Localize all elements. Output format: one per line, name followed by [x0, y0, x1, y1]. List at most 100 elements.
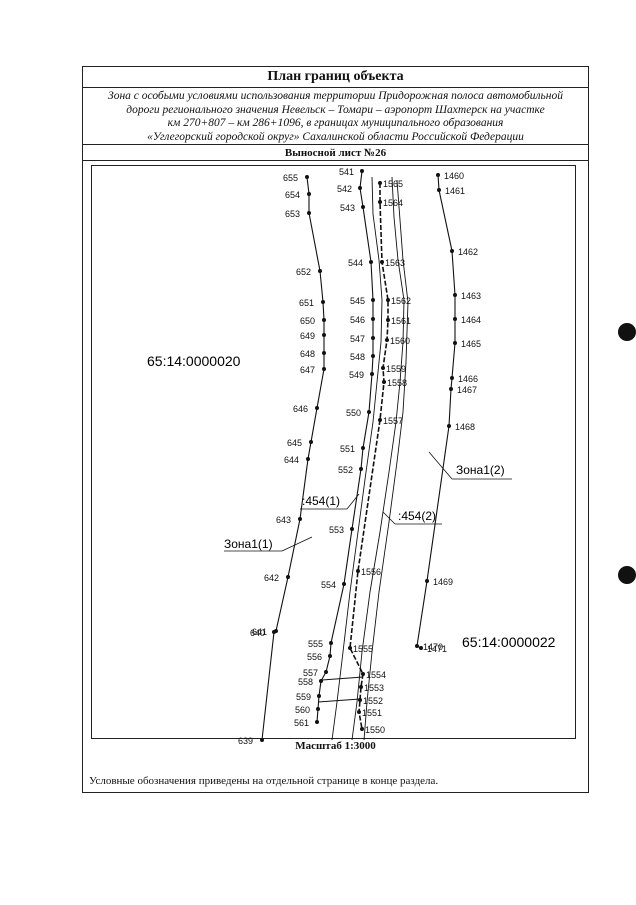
boundary-point-label: 554	[321, 580, 336, 590]
boundary-point-label: 1559	[386, 364, 406, 374]
boundary-point-label: 1557	[383, 416, 403, 426]
boundary-polyline	[349, 183, 389, 730]
boundary-point-marker	[450, 376, 454, 380]
callout-zone-right: Зона1(2)	[428, 451, 512, 480]
boundary-point-label: 552	[338, 465, 353, 475]
boundary-point-label: 559	[296, 692, 311, 702]
boundary-point-marker	[322, 367, 326, 371]
plan-title: План границ объекта	[83, 67, 588, 88]
boundary-point-marker	[309, 440, 313, 444]
boundary-point-marker	[318, 269, 322, 273]
boundary-point-marker	[453, 341, 457, 345]
boundary-point-label: 639	[238, 736, 253, 746]
boundary-polyline	[317, 698, 361, 703]
boundary-point-marker	[329, 641, 333, 645]
boundary-point-label: 650	[300, 316, 315, 326]
boundary-point-label: 1470	[423, 642, 443, 652]
boundary-point-marker	[378, 418, 382, 422]
zone-left-label: Зона1(1)	[224, 537, 273, 551]
boundary-point-marker	[371, 298, 375, 302]
boundary-point-label: 644	[284, 455, 299, 465]
boundary-point-marker	[315, 720, 319, 724]
boundary-point-marker	[386, 318, 390, 322]
road-right-label: :454(2)	[398, 509, 436, 523]
drawing-frame: План границ объекта Зона с особыми услов…	[82, 66, 589, 793]
boundary-point-label: 560	[295, 705, 310, 715]
boundary-point-marker	[361, 672, 365, 676]
boundary-point-marker	[358, 186, 362, 190]
boundary-point-label: 640	[250, 628, 265, 638]
boundary-point-label: 546	[350, 315, 365, 325]
parcel-label-right: 65:14:0000022	[462, 634, 556, 650]
boundary-point-label: 561	[294, 718, 309, 728]
boundary-point-label: 1551	[362, 708, 382, 718]
boundary-point-marker	[260, 738, 264, 742]
boundary-point-label: 643	[276, 515, 291, 525]
boundary-point-label: 1564	[383, 198, 403, 208]
boundary-point-marker	[322, 318, 326, 322]
boundary-point-marker	[322, 351, 326, 355]
boundary-point-label: 647	[300, 365, 315, 375]
boundary-point-label: 1562	[391, 296, 411, 306]
boundary-point-marker	[342, 582, 346, 586]
boundary-point-label: 641	[252, 627, 267, 637]
boundary-point-marker	[356, 569, 360, 573]
boundary-point-label: 1560	[390, 336, 410, 346]
boundary-point-marker	[317, 694, 321, 698]
boundary-point-marker	[453, 317, 457, 321]
boundary-point-marker	[286, 575, 290, 579]
boundary-point-label: 547	[350, 334, 365, 344]
boundary-point-label: 1462	[458, 247, 478, 257]
boundary-point-label: 651	[299, 298, 314, 308]
boundary-point-label: 549	[349, 370, 364, 380]
road-left-label: :454(1)	[302, 494, 340, 508]
boundary-point-label: 543	[340, 203, 355, 213]
boundary-point-marker	[370, 372, 374, 376]
boundary-point-label: 1469	[433, 577, 453, 587]
boundary-point-marker	[381, 366, 385, 370]
boundary-point-marker	[453, 293, 457, 297]
boundary-point-label: 649	[300, 331, 315, 341]
boundary-point-marker	[378, 181, 382, 185]
boundary-point-label: 544	[348, 258, 363, 268]
description-line-3: км 270+807 – км 286+1096, в границах мун…	[167, 117, 504, 130]
boundary-point-marker	[307, 192, 311, 196]
boundary-point-label: 545	[350, 296, 365, 306]
boundary-point-marker	[328, 654, 332, 658]
boundary-point-label: 558	[298, 677, 313, 687]
callout-zone-left: Зона1(1)	[224, 536, 313, 552]
boundary-point-marker	[415, 644, 419, 648]
zone-description: Зона с особыми условиями использования т…	[83, 88, 588, 145]
boundary-points: 6556546536526516506496486476466456446436…	[238, 167, 481, 746]
boundary-point-label: 652	[296, 267, 311, 277]
boundary-point-marker	[319, 679, 323, 683]
boundary-map: 65:14:0000020 65:14:0000022 Зона1(1) Зон…	[147, 167, 556, 746]
boundary-polyline	[331, 176, 383, 741]
boundary-point-label: 1471	[427, 644, 447, 654]
sheet-label: Выносной лист №26	[83, 146, 588, 161]
binder-hole-top	[618, 323, 636, 341]
boundary-point-label: 1466	[458, 374, 478, 384]
boundary-point-marker	[360, 169, 364, 173]
boundary-point-marker	[316, 707, 320, 711]
boundary-point-marker	[360, 727, 364, 731]
boundary-point-label: 550	[346, 408, 361, 418]
boundary-point-marker	[371, 336, 375, 340]
boundary-point-marker	[378, 200, 382, 204]
boundary-point-label: 1460	[444, 171, 464, 181]
boundary-point-label: 1463	[461, 291, 481, 301]
boundary-point-marker	[361, 205, 365, 209]
boundary-polyline	[416, 174, 456, 649]
zone-right-label: Зона1(2)	[456, 463, 505, 477]
boundary-point-label: 1461	[445, 186, 465, 196]
boundary-point-label: 551	[340, 444, 355, 454]
callout-road-right: :454(2)	[382, 509, 442, 525]
boundary-point-label: 1558	[387, 378, 407, 388]
boundary-point-marker	[382, 380, 386, 384]
boundary-point-marker	[321, 300, 325, 304]
boundary-point-marker	[305, 175, 309, 179]
boundary-point-marker	[369, 260, 373, 264]
callout-road-left: :454(1)	[300, 493, 360, 510]
boundary-point-marker	[447, 424, 451, 428]
boundary-point-label: 1465	[461, 339, 481, 349]
